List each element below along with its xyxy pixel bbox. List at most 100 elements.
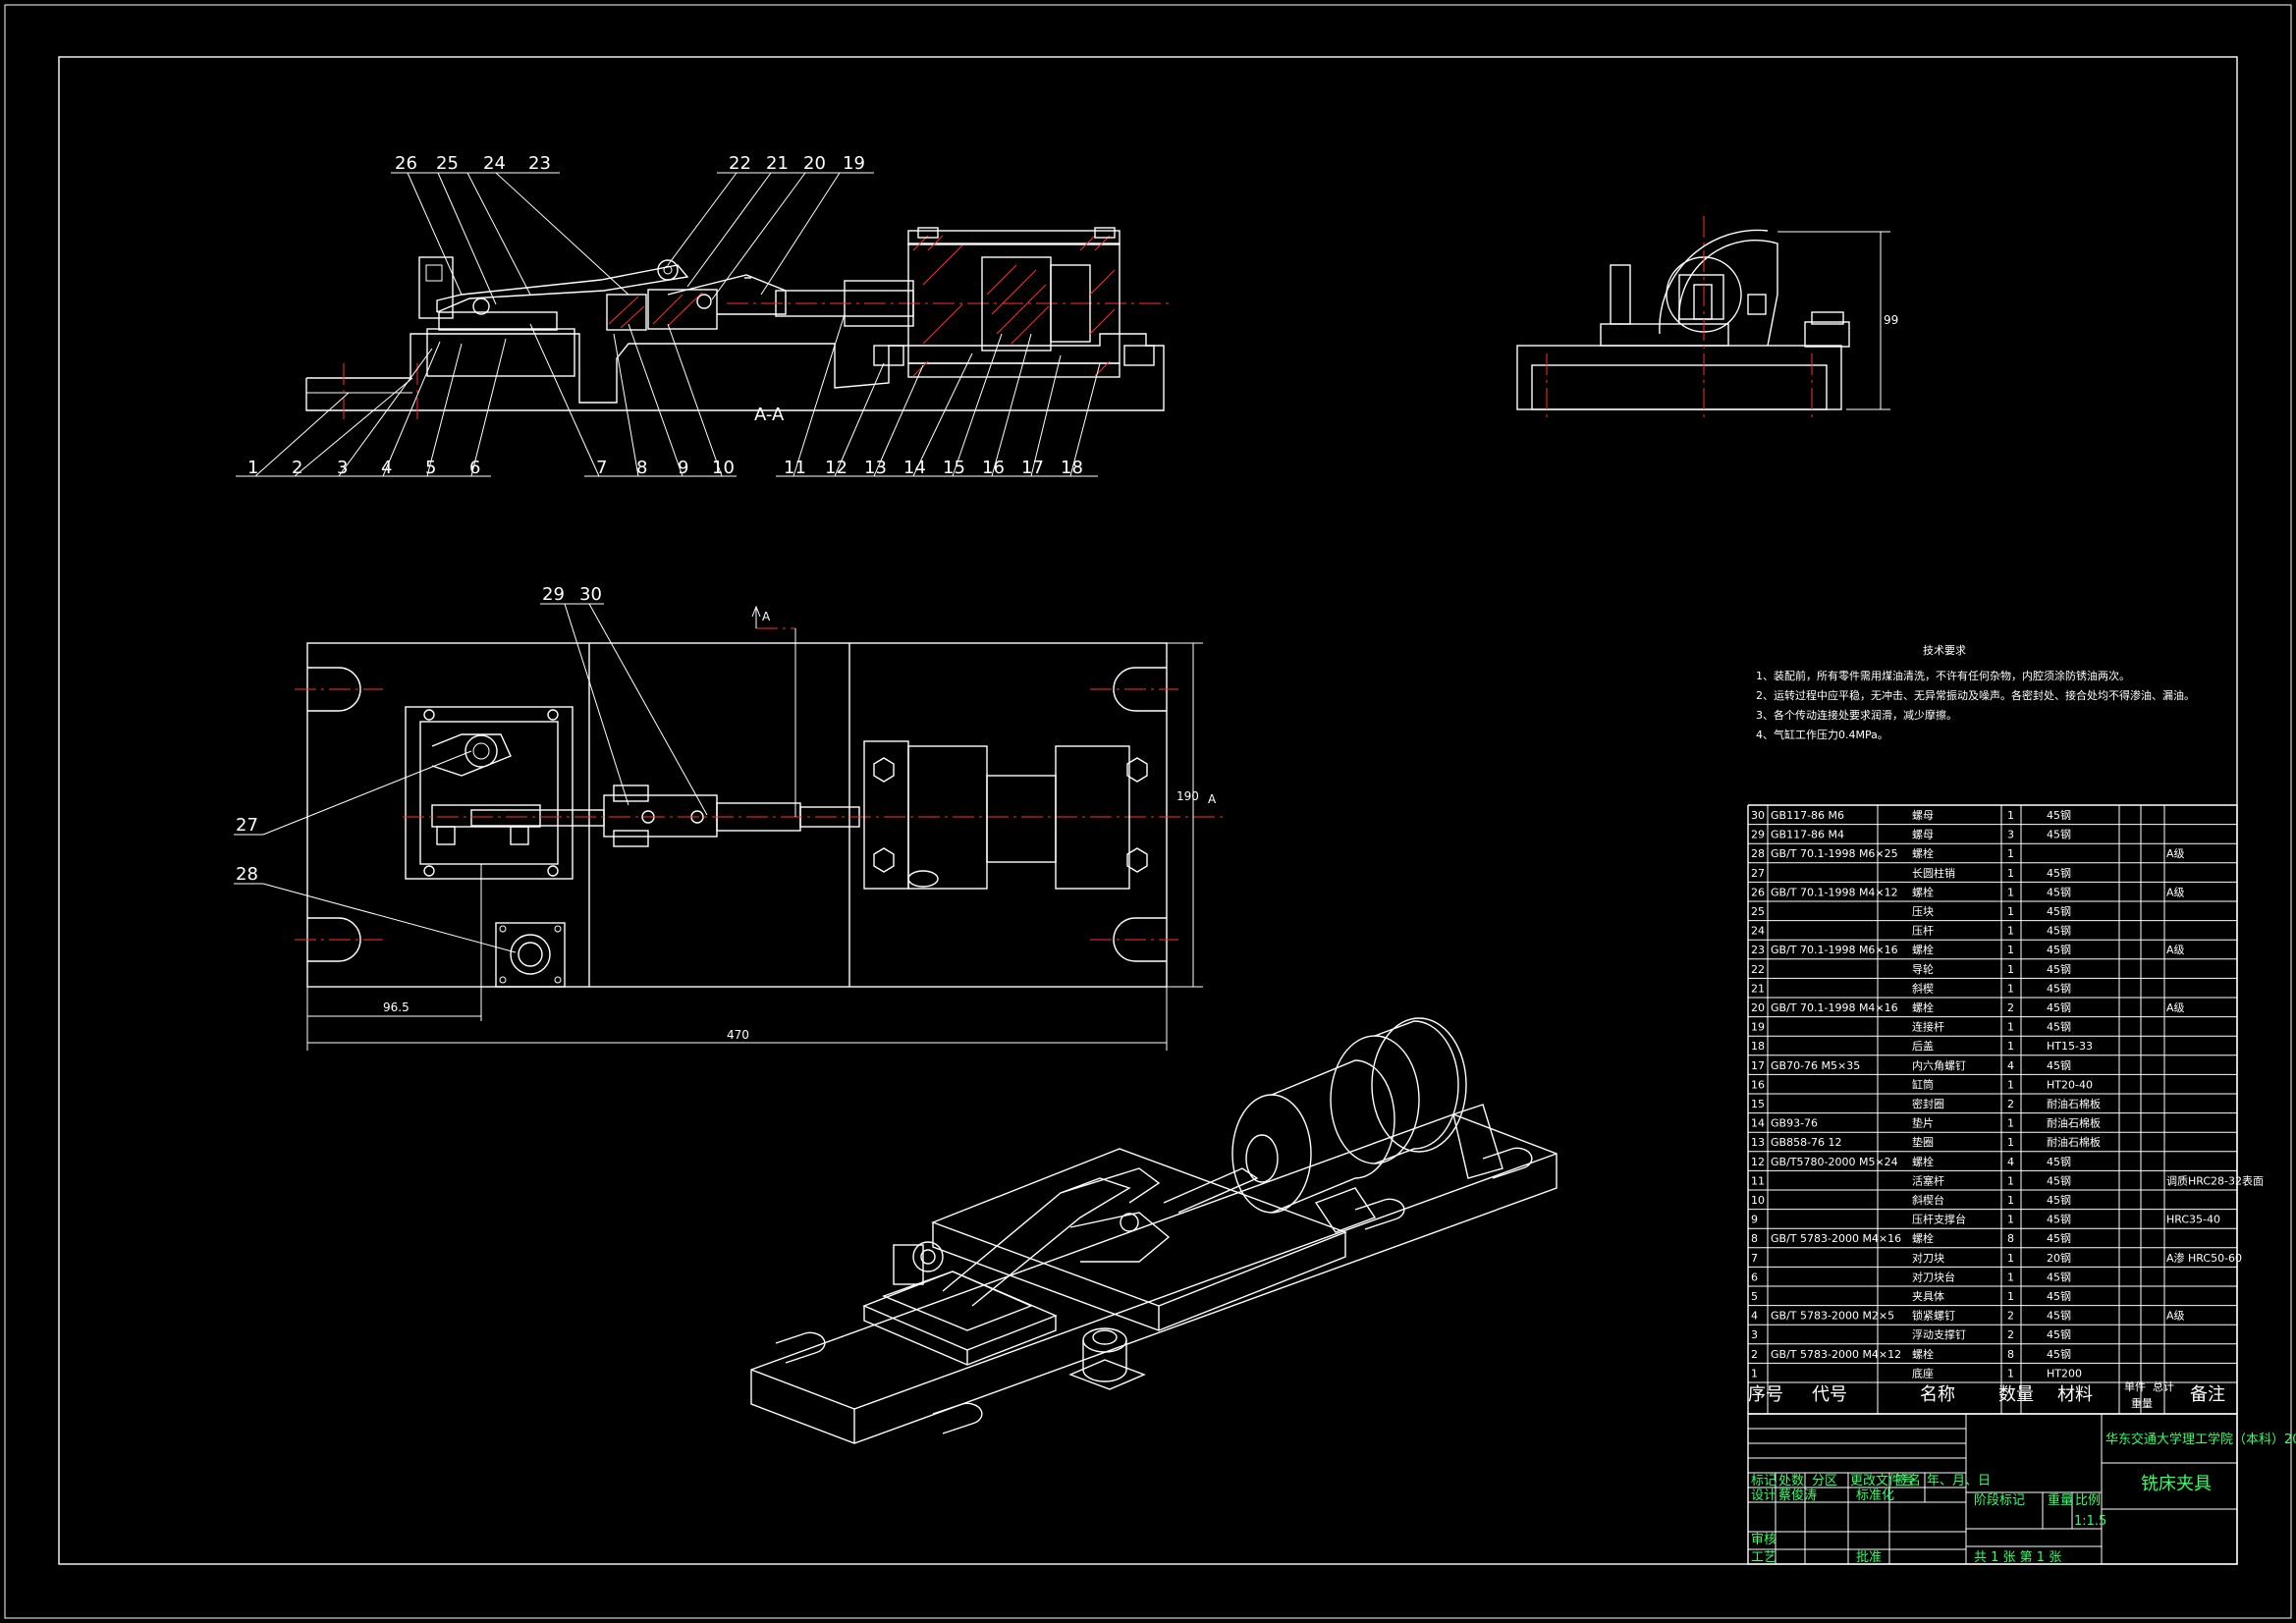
title-block — [1747, 1413, 2238, 1565]
bom-row-material: 45钢 — [2047, 925, 2071, 938]
title-process-label: 工艺 — [1751, 1550, 1777, 1565]
bom-row-name: 螺栓 — [1912, 1155, 1934, 1168]
tech-item-1: 1、装配前，所有零件需用煤油清洗，不许有任何杂物，内腔须涂防锈油两次。 — [1756, 669, 2130, 682]
bom-row-material: 45钢 — [2047, 886, 2071, 898]
balloon-leaders-plan — [234, 603, 708, 953]
bom-row-number: 2 — [1751, 1348, 1758, 1361]
bom-row-material: 45钢 — [2047, 1232, 2071, 1245]
title-sheets: 共 1 张 第 1 张 — [1974, 1550, 2061, 1565]
title-date-label: 年、月、日 — [1927, 1474, 1991, 1488]
bom-row-qty: 1 — [2007, 1021, 2014, 1034]
bom-row-note: A级 — [2166, 944, 2185, 956]
title-approve-label: 批准 — [1856, 1550, 1882, 1565]
bom-row-material: 45钢 — [2047, 1021, 2071, 1034]
bom-header-no: 序号 — [1748, 1384, 1783, 1405]
bom-row-name: 压块 — [1912, 905, 1934, 918]
title-drawing-name: 铣床夹具 — [2141, 1474, 2212, 1494]
balloon-11: 11 — [784, 458, 806, 478]
bom-row-name: 螺栓 — [1912, 1231, 1934, 1245]
tech-item-2: 2、运转过程中应平稳，无冲击、无异常振动及噪声。各密封处、接合处均不得渗油、漏油… — [1756, 688, 2195, 702]
bom-row-qty: 4 — [2007, 1156, 2014, 1168]
bom-row-name: 斜楔 — [1912, 982, 1934, 995]
title-count-label: 处数 — [1778, 1474, 1804, 1488]
bom-row-material: 20钢 — [2047, 1252, 2071, 1265]
balloon-leaders-bottom — [236, 313, 1101, 477]
bom-row-code: GB/T5780-2000 M5×24 — [1771, 1156, 1898, 1168]
side-view: 99 — [1516, 216, 1898, 422]
bom-row-qty: 1 — [2007, 809, 2014, 822]
bom-row-code: GB117-86 M4 — [1771, 829, 1844, 841]
bom-row-number: 23 — [1751, 944, 1765, 956]
bom-header-note: 备注 — [2190, 1384, 2225, 1405]
bom-row-name: 连接杆 — [1912, 1020, 1944, 1034]
balloon-6: 6 — [469, 458, 480, 478]
bom-row-number: 18 — [1751, 1040, 1765, 1053]
bom-row-number: 30 — [1751, 809, 1765, 822]
title-school: 华东交通大学理工学院（本科）2014-1 — [2105, 1432, 2296, 1447]
balloon-4: 4 — [381, 458, 392, 478]
balloon-15: 15 — [943, 458, 965, 478]
title-scale: 1:1.5 — [2074, 1514, 2106, 1529]
bom-row-name: 斜楔台 — [1912, 1193, 1944, 1207]
bom-header-qty: 数量 — [1998, 1384, 2034, 1405]
bom-row-material: 45钢 — [2047, 944, 2071, 956]
bom-row-material: 45钢 — [2047, 1194, 2071, 1207]
bom-row-code: GB858-76 12 — [1771, 1136, 1842, 1149]
balloon-12: 12 — [825, 458, 847, 478]
bom-row-number: 22 — [1751, 963, 1765, 976]
bom-row-qty: 1 — [2007, 1194, 2014, 1207]
bom-row-name: 对刀块台 — [1912, 1270, 1955, 1283]
bom-row-name: 螺栓 — [1912, 1347, 1934, 1361]
balloon-26: 26 — [395, 153, 417, 174]
balloon-30: 30 — [579, 584, 602, 605]
bom-row-material: HT20-40 — [2047, 1078, 2093, 1091]
balloon-19: 19 — [843, 153, 865, 174]
bom-row-qty: 1 — [2007, 925, 2014, 938]
inner-border — [58, 56, 2238, 1565]
tech-title: 技术要求 — [1923, 644, 1966, 657]
bom-row-name: 螺栓 — [1912, 885, 1934, 898]
title-design-label: 设计 — [1751, 1488, 1777, 1503]
bom-row-name: 活塞杆 — [1912, 1173, 1944, 1187]
dimension-96-5: 96.5 — [383, 1001, 410, 1014]
balloon-14: 14 — [903, 458, 926, 478]
cylinder-hatching — [912, 235, 1116, 377]
bom-row-number: 12 — [1751, 1156, 1765, 1168]
bom-row-qty: 1 — [2007, 1367, 2014, 1380]
bom-row-number: 6 — [1751, 1271, 1758, 1283]
section-view-a-a: A-A — [305, 227, 1174, 425]
title-stage-label: 阶段标记 — [1974, 1493, 2025, 1508]
bom-row-material: 耐油石棉板 — [2047, 1116, 2101, 1130]
bom-row-material: 耐油石棉板 — [2047, 1097, 2101, 1110]
balloon-22: 22 — [729, 153, 751, 174]
bom-row-code: GB/T 70.1-1998 M6×25 — [1771, 847, 1898, 860]
cut-arrow-label-right: A — [1208, 792, 1217, 806]
bom-row-number: 14 — [1751, 1117, 1765, 1130]
bom-row-number: 29 — [1751, 829, 1765, 841]
balloon-leaders-top — [391, 172, 874, 305]
bom-row-qty: 1 — [2007, 963, 2014, 976]
bom-row-number: 17 — [1751, 1059, 1765, 1072]
bom-row-qty: 1 — [2007, 847, 2014, 860]
title-check-label: 审核 — [1751, 1533, 1777, 1547]
side-view-dimension: 99 — [1884, 313, 1898, 327]
technical-requirements: 技术要求 1、装配前，所有零件需用煤油清洗，不许有任何杂物，内腔须涂防锈油两次。… — [1756, 644, 2195, 741]
bom-row-number: 1 — [1751, 1367, 1758, 1380]
bom-row-qty: 1 — [2007, 886, 2014, 898]
bom-row-code: GB/T 70.1-1998 M4×16 — [1771, 1001, 1898, 1014]
balloon-8: 8 — [636, 458, 647, 478]
bom-row-material: 45钢 — [2047, 1174, 2071, 1187]
bom-row-number: 7 — [1751, 1252, 1758, 1265]
bom-row-qty: 1 — [2007, 1040, 2014, 1053]
bom-row-number: 13 — [1751, 1136, 1765, 1149]
balloon-10: 10 — [712, 458, 735, 478]
bom-row-material: 45钢 — [2047, 1001, 2071, 1014]
bom-row-material: 45钢 — [2047, 905, 2071, 918]
bom-row-qty: 1 — [2007, 1136, 2014, 1149]
bom-row-number: 4 — [1751, 1310, 1758, 1323]
dimension-190: 190 — [1176, 789, 1199, 803]
bom-row-material: 45钢 — [2047, 829, 2071, 841]
bom-row-qty: 1 — [2007, 1252, 2014, 1265]
